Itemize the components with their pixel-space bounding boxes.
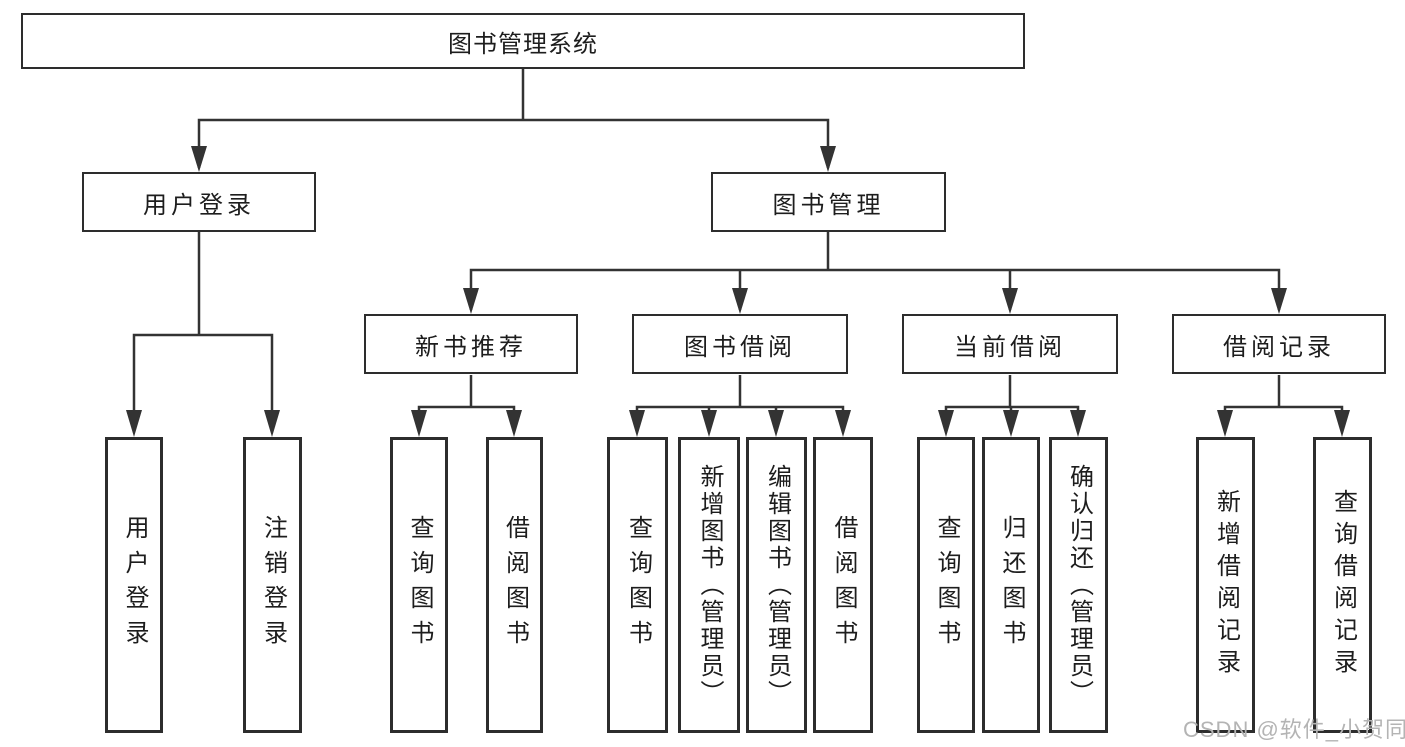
connector-records-to-leaves	[1223, 375, 1344, 432]
leaf-label: 新增图书（管理员）	[696, 463, 723, 707]
leaf-edit-books-admin: 编辑图书（管理员）	[746, 437, 807, 733]
connector-newbook-to-leaves	[417, 375, 516, 432]
leaf-confirm-return-admin: 确认归还（管理员）	[1049, 437, 1108, 733]
leaf-add-borrow-record: 新增借阅记录	[1196, 437, 1255, 733]
node-library-system: 图书管理系统	[21, 13, 1025, 69]
leaf-label: 编辑图书（管理员）	[763, 463, 791, 707]
leaf-logout: 注销登录	[243, 437, 302, 733]
leaf-query-books-current: 查询图书	[917, 437, 975, 733]
node-new-book-recommend: 新书推荐	[364, 314, 578, 374]
leaf-label: 借阅图书	[830, 515, 857, 655]
node-label: 图书借阅	[684, 333, 796, 361]
node-label: 图书管理	[772, 191, 885, 219]
node-borrowing-records: 借阅记录	[1172, 314, 1386, 374]
leaf-label: 借阅图书	[501, 515, 529, 655]
leaf-query-books-borrow: 查询图书	[607, 437, 668, 733]
leaf-label: 查询图书	[933, 515, 960, 655]
node-book-management: 图书管理	[711, 172, 946, 232]
connector-manage-to-level3	[469, 232, 1281, 310]
leaf-user-login: 用户登录	[105, 437, 163, 733]
node-label: 用户登录	[143, 191, 255, 219]
leaf-label: 查询图书	[406, 515, 433, 655]
node-current-borrowing: 当前借阅	[902, 314, 1118, 374]
node-user-login: 用户登录	[82, 172, 316, 232]
leaf-label: 新增借阅记录	[1212, 489, 1240, 681]
leaf-label: 查询借阅记录	[1329, 489, 1357, 681]
leaf-label: 查询图书	[624, 515, 652, 655]
leaf-label: 用户登录	[121, 515, 148, 655]
leaf-query-books-recommend: 查询图书	[390, 437, 448, 733]
leaf-query-borrow-record: 查询借阅记录	[1313, 437, 1372, 733]
watermark: CSDN @软件_小贺同学	[1183, 717, 1405, 742]
leaf-label: 注销登录	[259, 515, 287, 655]
node-label: 新书推荐	[415, 333, 527, 361]
node-label: 当前借阅	[954, 333, 1066, 361]
connector-borrow-to-leaves	[635, 375, 845, 432]
connector-current-to-leaves	[944, 375, 1080, 432]
leaf-label: 归还图书	[998, 515, 1025, 655]
connector-login-to-leaves	[132, 232, 274, 432]
leaf-add-books-admin: 新增图书（管理员）	[678, 437, 740, 733]
node-label: 图书管理系统	[448, 30, 598, 58]
node-book-borrowing: 图书借阅	[632, 314, 848, 374]
leaf-return-books: 归还图书	[982, 437, 1040, 733]
leaf-borrow-books-recommend: 借阅图书	[486, 437, 543, 733]
leaf-borrow-books: 借阅图书	[813, 437, 873, 733]
node-label: 借阅记录	[1223, 333, 1335, 361]
leaf-label: 确认归还（管理员）	[1065, 463, 1093, 707]
connector-root-to-level2	[197, 69, 830, 168]
